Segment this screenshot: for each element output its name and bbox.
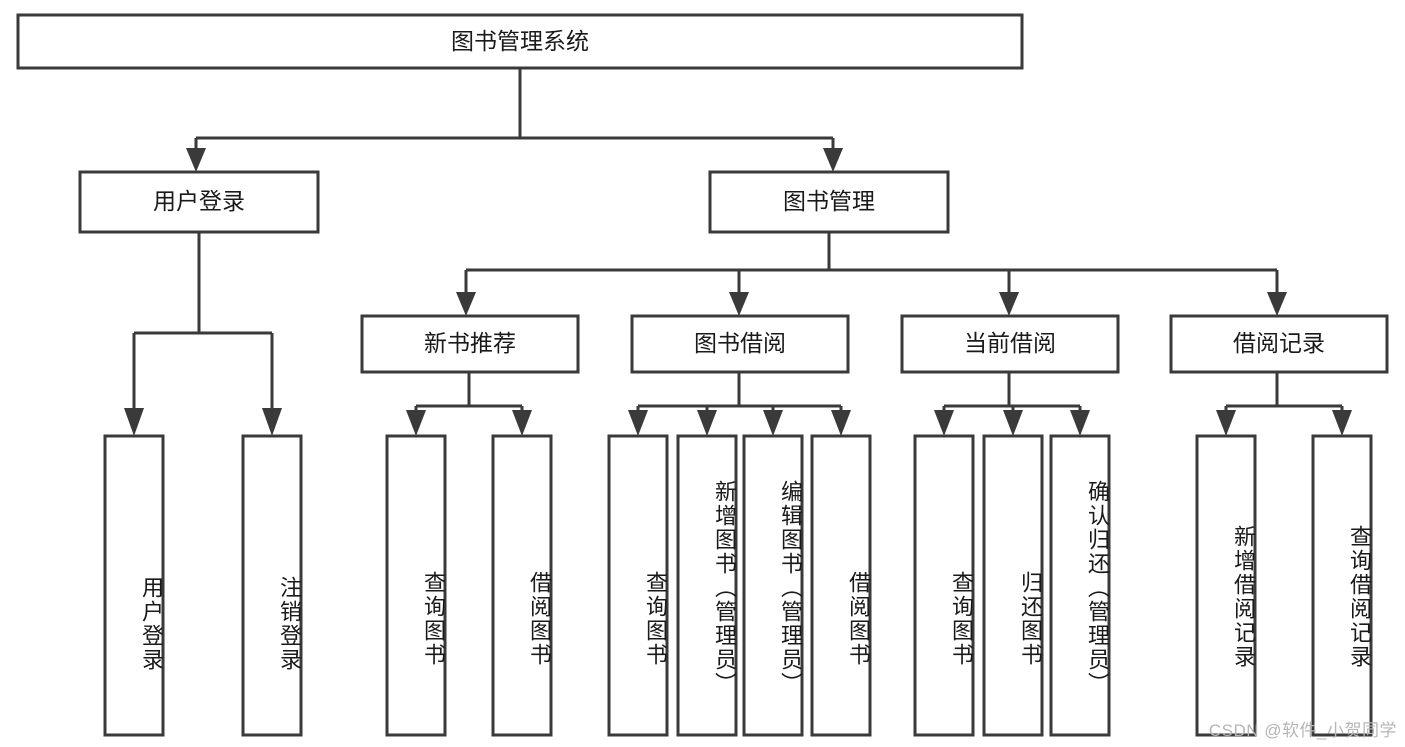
arrow-head-book-borrow [729, 292, 749, 316]
watermark-text: CSDN @软件_小贺同学 [1208, 721, 1397, 740]
connector-group-root [186, 68, 843, 172]
node-leaf-query-record-box[interactable] [1311, 434, 1373, 737]
arrow-head-leaf-add-record [1216, 410, 1236, 436]
node-leaf-query-book-3-box[interactable] [913, 434, 975, 737]
node-book-borrow-label: 图书借阅 [694, 330, 786, 356]
arrow-head-user-login [186, 148, 206, 172]
node-leaf-borrow-book-2-box[interactable] [810, 434, 872, 737]
node-borrow-record-label: 借阅记录 [1233, 330, 1325, 356]
node-leaf-confirm-return-box[interactable] [1049, 434, 1111, 737]
node-leaf-user-login-box[interactable] [103, 434, 165, 737]
connector-group-book-manage [456, 232, 1287, 316]
arrow-head-leaf-borrow-book-1 [512, 410, 532, 436]
node-user-login-label: 用户登录 [153, 188, 245, 214]
arrow-head-leaf-user-login [124, 408, 144, 436]
node-leaf-query-book-1-box[interactable] [385, 434, 447, 737]
arrow-head-leaf-query-book-1 [406, 410, 426, 436]
node-leaf-add-record-box[interactable] [1195, 434, 1257, 737]
node-book-manage-box[interactable] [708, 170, 950, 234]
node-book-manage-label: 图书管理 [783, 188, 875, 214]
arrow-head-leaf-query-record [1332, 410, 1352, 436]
arrow-head-leaf-logout [262, 408, 282, 436]
node-book-borrow-box[interactable] [630, 314, 850, 374]
node-title-label: 图书管理系统 [451, 28, 589, 54]
arrow-head-leaf-return-book [1003, 410, 1023, 436]
arrow-head-borrow-record [1267, 292, 1287, 316]
connector-group-book-borrow [628, 372, 851, 436]
arrow-head-leaf-confirm-return [1070, 410, 1090, 436]
arrow-head-leaf-query-book-2 [628, 410, 648, 436]
node-new-book-recommend-label: 新书推荐 [424, 330, 516, 356]
node-leaf-edit-book-box[interactable] [742, 434, 804, 737]
connector-group-borrow-record [1216, 372, 1352, 436]
node-user-login-box[interactable] [78, 170, 320, 234]
node-new-book-recommend-box[interactable] [360, 314, 580, 374]
node-leaf-logout-box[interactable] [241, 434, 303, 737]
node-borrow-record-box[interactable] [1169, 314, 1389, 374]
arrow-head-leaf-borrow-book-2 [831, 410, 851, 436]
connector-group-user-login [124, 232, 282, 436]
node-leaf-borrow-book-1-box[interactable] [491, 434, 553, 737]
node-leaf-query-book-2-box[interactable] [607, 434, 669, 737]
node-leaf-add-book-box[interactable] [676, 434, 738, 737]
node-title-box[interactable] [16, 13, 1024, 70]
connector-group-new-book-recommend [406, 372, 532, 436]
arrow-head-leaf-add-book [697, 410, 717, 436]
node-current-borrow-label: 当前借阅 [964, 330, 1056, 356]
arrow-head-new-book-recommend [456, 292, 476, 316]
arrow-head-book-manage [823, 148, 843, 172]
node-leaf-return-book-box[interactable] [982, 434, 1044, 737]
arrow-head-leaf-edit-book [763, 410, 783, 436]
connector-group-current-borrow [934, 372, 1090, 436]
node-current-borrow-box[interactable] [900, 314, 1120, 374]
arrow-head-leaf-query-book-3 [934, 410, 954, 436]
arrow-head-current-borrow [999, 292, 1019, 316]
